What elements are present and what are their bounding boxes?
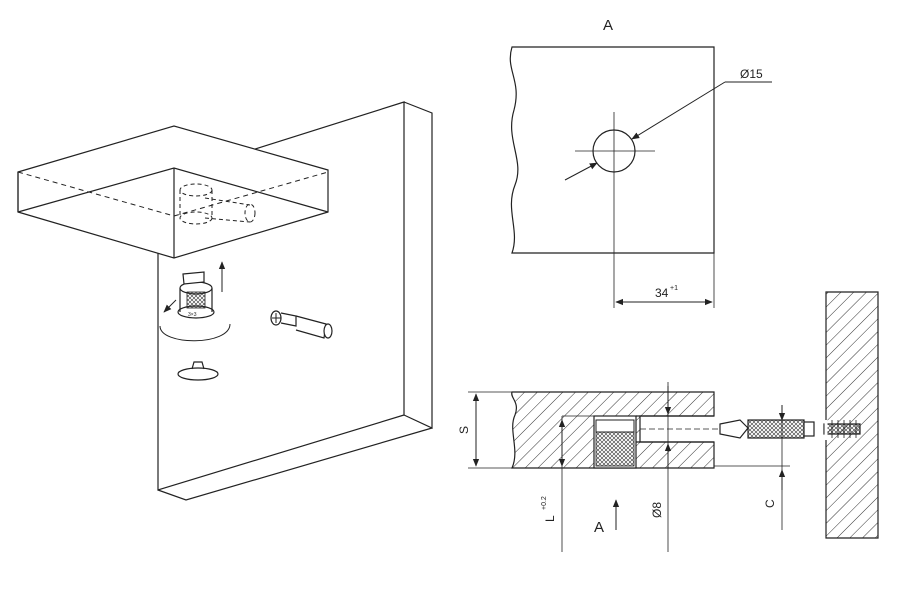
length-tolerance-label: +0.2 bbox=[541, 496, 548, 510]
distance-dimension-label: 34 bbox=[655, 286, 669, 300]
bolt-diameter-label: Ø8 bbox=[650, 502, 664, 518]
section-view-label: A bbox=[594, 519, 604, 536]
cam-housing: 3×3 bbox=[177, 271, 215, 319]
connecting-bolt bbox=[270, 310, 333, 339]
isometric-view: 3×3 bbox=[17, 101, 433, 501]
svg-text:3×3: 3×3 bbox=[188, 312, 197, 318]
top-panel bbox=[17, 125, 329, 259]
section-view: S L +0.2 Ø8 A C bbox=[457, 291, 879, 552]
thickness-label: S bbox=[457, 426, 471, 434]
view-a-label: A bbox=[603, 17, 613, 34]
vertical-panel-section bbox=[825, 291, 879, 539]
view-a-panel-outline bbox=[509, 46, 715, 254]
view-a: A Ø15 34 +1 bbox=[509, 17, 772, 308]
distance-tolerance-label: +1 bbox=[670, 285, 678, 292]
offset-label: C bbox=[763, 499, 777, 508]
rotation-arrow bbox=[159, 299, 231, 342]
cover-cap bbox=[177, 361, 219, 381]
cam-hole-hidden bbox=[179, 183, 256, 225]
length-label: L bbox=[543, 515, 557, 522]
hole-diameter-label: Ø15 bbox=[740, 67, 763, 81]
